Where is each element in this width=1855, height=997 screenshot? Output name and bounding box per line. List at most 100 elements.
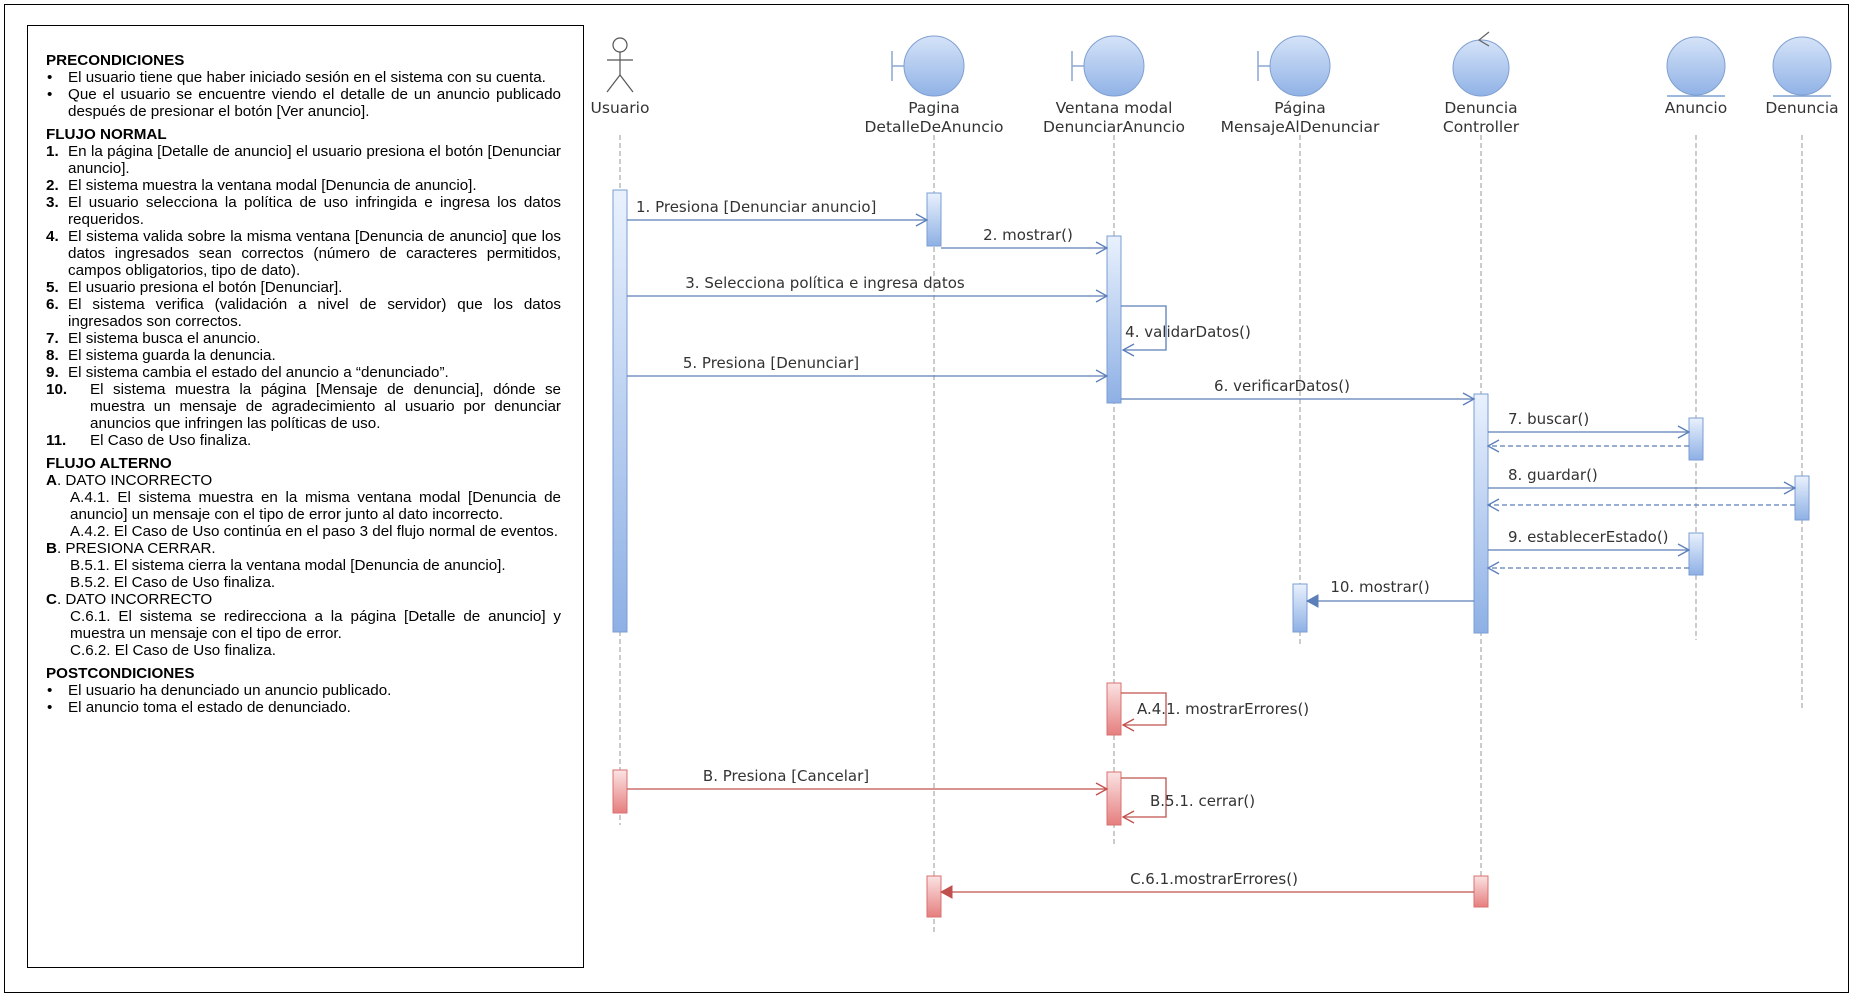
arrow-head <box>1121 718 1135 732</box>
activation-bar <box>612 769 628 814</box>
boundary-icon <box>1269 35 1331 97</box>
entity-icon <box>1666 36 1726 96</box>
message-label: 2. mostrar() <box>983 226 1073 244</box>
message-label: A.4.1. mostrarErrores() <box>1137 700 1309 718</box>
arrow-head <box>1121 810 1135 824</box>
lifeline-label: Usuario <box>591 99 650 117</box>
message-3: 3. Selecciona política e ingresa datos <box>627 274 1109 303</box>
postconditions-title: POSTCONDICIONES <box>46 665 195 682</box>
lifeline-label: DetalleDeAnuncio <box>864 118 1003 136</box>
alternate-step: B.5.1. El sistema cierra la ventana moda… <box>70 557 506 574</box>
message-17: C.6.1.mostrarErrores() <box>939 870 1474 899</box>
entity-icon <box>1772 36 1832 96</box>
message-label: 1. Presiona [Denunciar anuncio] <box>636 198 876 216</box>
alternate-flow-title: FLUJO ALTERNO <box>46 455 172 472</box>
page-frame <box>4 4 1849 993</box>
activation-bar <box>926 192 942 247</box>
activation-bar <box>1292 583 1308 633</box>
message-5: 5. Presiona [Denunciar] <box>627 354 1109 383</box>
postcondition-item: •El anuncio toma el estado de denunciado… <box>47 699 351 716</box>
control-icon <box>1452 39 1510 97</box>
lifeline-anuncio: Anuncio <box>1665 36 1727 640</box>
flow-step: 8.El sistema guarda la denuncia. <box>46 347 276 364</box>
flow-step: 5.El usuario presiona el botón [Denuncia… <box>46 279 343 296</box>
boundary-icon <box>1083 35 1145 97</box>
arrow-head <box>1486 498 1500 512</box>
activation-bar <box>612 189 628 633</box>
activation-bar <box>1106 235 1122 404</box>
use-case-text-panel: PRECONDICIONES •El usuario tiene que hab… <box>27 25 584 968</box>
arrow-head <box>1095 241 1109 255</box>
arrow-head <box>1462 392 1476 406</box>
arrow-head <box>915 213 929 227</box>
activation-bar <box>1688 417 1704 461</box>
arrow-head <box>1095 782 1109 796</box>
message-label: 10. mostrar() <box>1330 578 1429 596</box>
arrow-head <box>1095 369 1109 383</box>
alternate-flow-c: C. DATO INCORRECTO <box>46 591 213 608</box>
message-6: 6. verificarDatos() <box>1121 377 1476 406</box>
arrow-head <box>1095 289 1109 303</box>
activation-bar <box>1688 532 1704 576</box>
message-label: 6. verificarDatos() <box>1214 377 1350 395</box>
message-label: 5. Presiona [Denunciar] <box>683 354 859 372</box>
lifeline-label: DenunciarAnuncio <box>1043 118 1185 136</box>
alternate-flow-b: B. PRESIONA CERRAR. <box>46 540 216 557</box>
alternate-step: B.5.2. El Caso de Uso finaliza. <box>70 574 276 591</box>
message-13: 10. mostrar() <box>1305 578 1474 608</box>
actor-icon <box>612 37 628 53</box>
message-7: 7. buscar() <box>1488 410 1691 439</box>
lifeline-label: Denuncia <box>1444 99 1517 117</box>
flow-step: 2.El sistema muestra la ventana modal [D… <box>46 177 477 194</box>
lifeline-label: Ventana modal <box>1056 99 1173 117</box>
message-4: 4. validarDatos() <box>1121 305 1251 357</box>
message-14: A.4.1. mostrarErrores() <box>1121 692 1309 732</box>
message-label: 3. Selecciona política e ingresa datos <box>685 274 965 292</box>
precondition-item: •Que el usuario se encuentre viendo el d… <box>47 86 561 120</box>
flow-step: 3.El usuario selecciona la política de u… <box>46 194 561 228</box>
postcondition-item: •El usuario ha denunciado un anuncio pub… <box>47 682 392 699</box>
message-11: 9. establecerEstado() <box>1488 528 1691 557</box>
flow-step: 10.El sistema muestra la página [Mensaje… <box>46 381 561 432</box>
message-12 <box>1486 561 1689 575</box>
alternate-step: C.6.2. El Caso de Uso finaliza. <box>70 642 276 659</box>
flow-step: 11.El Caso de Uso finaliza. <box>46 432 252 449</box>
arrow-head <box>1305 594 1319 608</box>
message-label: 7. buscar() <box>1508 410 1589 428</box>
arrow-head <box>1121 343 1135 357</box>
message-label: B.5.1. cerrar() <box>1150 792 1255 810</box>
lifeline-label: Página <box>1274 99 1326 117</box>
message-2: 2. mostrar() <box>941 226 1109 255</box>
message-label: 8. guardar() <box>1508 466 1598 484</box>
activation-bar <box>1473 875 1489 908</box>
message-9: 8. guardar() <box>1488 466 1797 495</box>
actor-leg <box>619 74 634 93</box>
activation-bar <box>1794 475 1810 521</box>
flow-step: 6.El sistema verifica (validación a nive… <box>46 296 561 330</box>
message-8 <box>1486 439 1689 453</box>
arrow-head <box>1783 481 1797 495</box>
message-1: 1. Presiona [Denunciar anuncio] <box>627 198 929 227</box>
arrow-head <box>1486 439 1500 453</box>
activation-bar <box>1106 771 1122 826</box>
activation-bar <box>926 875 942 918</box>
actor-leg <box>606 74 621 93</box>
message-16: B.5.1. cerrar() <box>1121 777 1255 824</box>
message-label: C.6.1.mostrarErrores() <box>1130 870 1298 888</box>
self-message-line <box>1121 305 1167 351</box>
flow-step: 7.El sistema busca el anuncio. <box>46 330 261 347</box>
lifeline-label: Pagina <box>908 99 960 117</box>
flow-step: 4.El sistema valida sobre la misma venta… <box>46 228 561 279</box>
arrow-head <box>1677 543 1691 557</box>
lifeline-label: Denuncia <box>1765 99 1838 117</box>
preconditions-title: PRECONDICIONES <box>46 52 185 69</box>
activation-bar <box>1473 393 1489 634</box>
message-10 <box>1486 498 1795 512</box>
alternate-step: C.6.1. El sistema se redirecciona a la p… <box>70 608 561 642</box>
lifeline-label: Anuncio <box>1665 99 1727 117</box>
